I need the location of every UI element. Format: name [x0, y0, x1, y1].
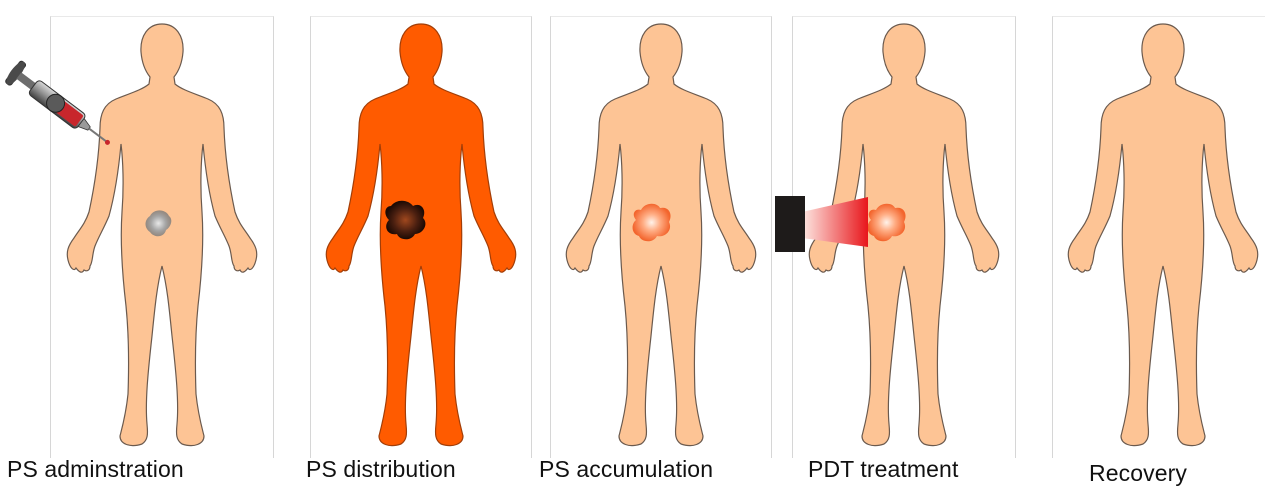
light-emitter [775, 196, 805, 252]
light-source-icon [775, 196, 868, 252]
light-beam [802, 197, 868, 247]
syringe-icon [3, 59, 118, 155]
